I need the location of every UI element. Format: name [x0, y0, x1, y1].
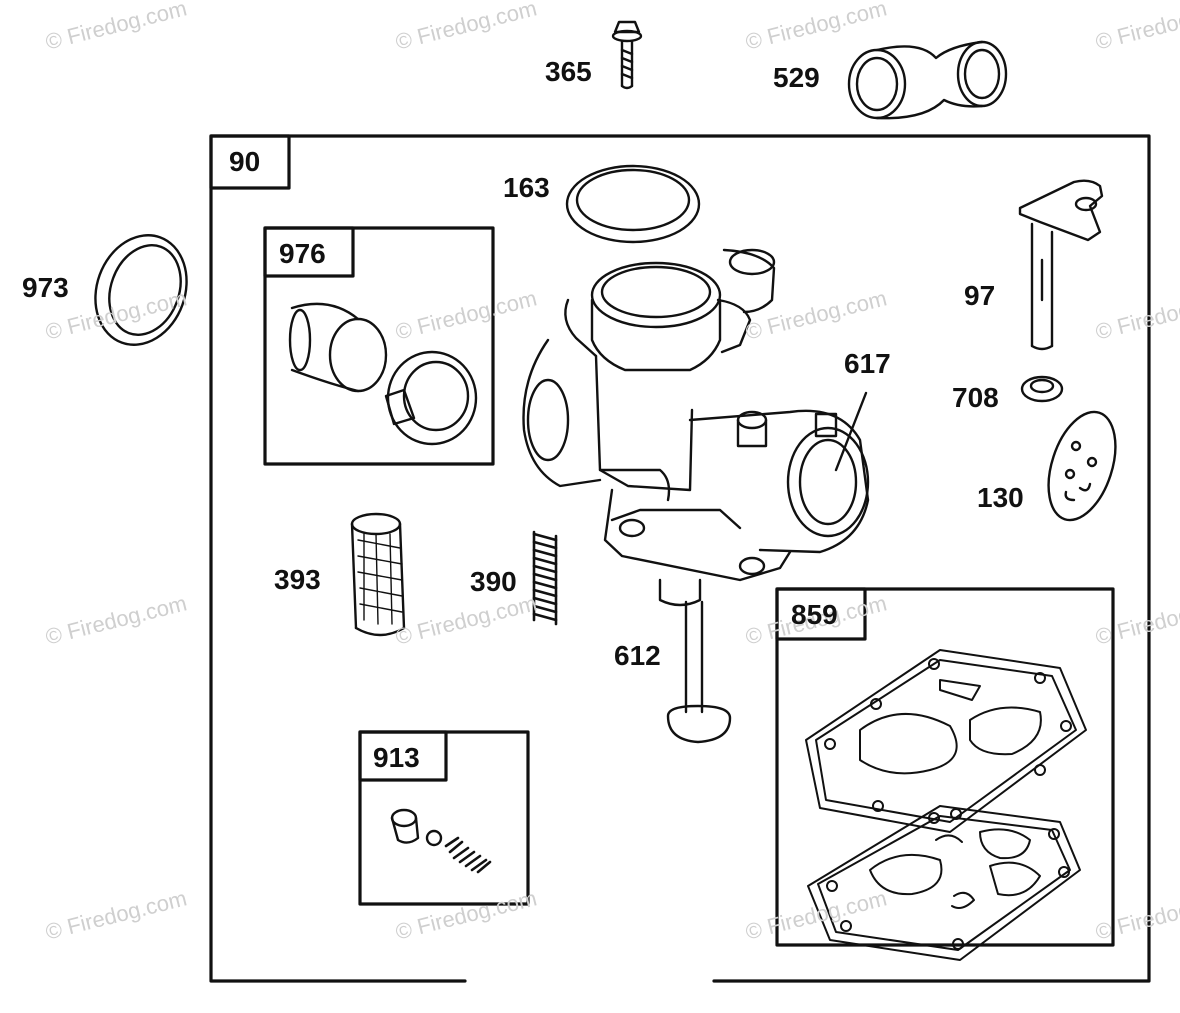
callout-393: 393 [274, 564, 321, 595]
kit-90-frame [209, 134, 1151, 983]
kit-label-913: 913 [373, 742, 420, 773]
callout-708: 708 [952, 382, 999, 413]
seal-973-drawing [94, 234, 188, 346]
callout-365: 365 [545, 56, 592, 87]
o-ring-163-drawing [565, 164, 701, 244]
callout-130: 130 [977, 482, 1024, 513]
seal-708-drawing [1020, 375, 1064, 403]
kit-913-parts [390, 808, 492, 874]
elbow-529-drawing [847, 40, 1008, 120]
kit-859-box [775, 587, 1115, 947]
kit-label-90: 90 [229, 146, 261, 177]
callout-617: 617 [844, 348, 891, 379]
leader-617 [834, 391, 868, 472]
kit-976-box [263, 226, 495, 466]
fuel-pipe-612-drawing [658, 578, 732, 744]
spring-390-drawing [532, 530, 558, 626]
kit-976-parts [288, 302, 478, 446]
kit-label-976: 976 [279, 238, 326, 269]
disc-130-drawing [1047, 410, 1117, 522]
callout-163: 163 [503, 172, 550, 203]
callout-529: 529 [773, 62, 820, 93]
gasket-kit-859-parts [805, 649, 1087, 961]
kit-label-859: 859 [791, 599, 838, 630]
screw-365-drawing [611, 20, 643, 90]
kit-913-box [358, 730, 530, 906]
carburetor-body-drawing [522, 248, 870, 582]
callout-97: 97 [964, 280, 996, 311]
screen-393-drawing [350, 512, 406, 637]
callout-612: 612 [614, 640, 661, 671]
callout-390: 390 [470, 566, 517, 597]
callout-973: 973 [22, 272, 69, 303]
choke-shaft-97-drawing [1018, 179, 1104, 351]
